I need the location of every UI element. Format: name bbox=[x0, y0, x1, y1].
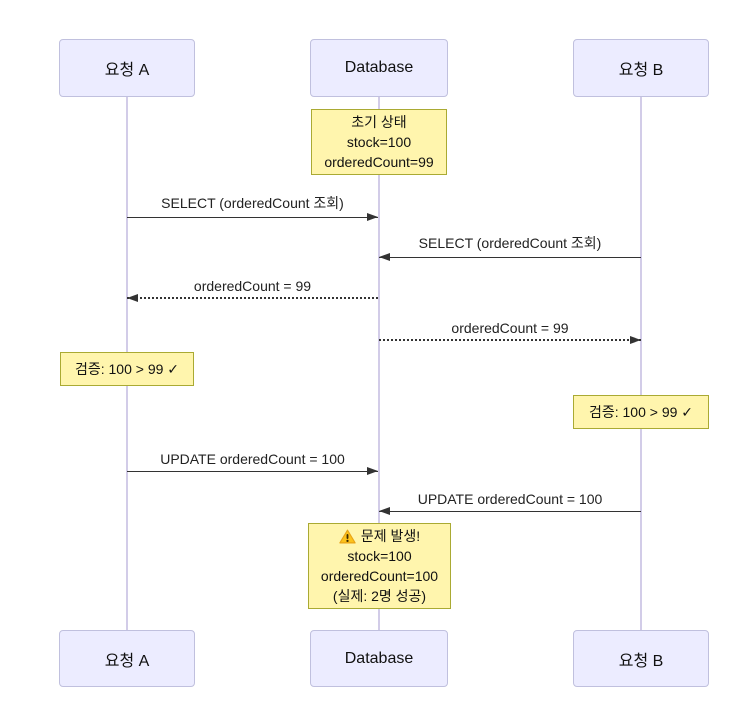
message-line bbox=[379, 511, 641, 512]
warning-icon bbox=[339, 529, 356, 543]
message-label: SELECT (orderedCount 조회) bbox=[418, 235, 602, 251]
message-label: orderedCount = 99 bbox=[451, 320, 569, 336]
message-line bbox=[127, 471, 378, 472]
lifeline-database bbox=[378, 97, 380, 630]
note-line: (실제: 2명 성공) bbox=[332, 588, 427, 604]
note-line: orderedCount=99 bbox=[324, 154, 434, 170]
note-line: stock=100 bbox=[347, 548, 412, 564]
arrowhead-right-icon bbox=[367, 467, 378, 475]
arrowhead-left-icon bbox=[379, 253, 390, 261]
message-label: UPDATE orderedCount = 100 bbox=[417, 491, 603, 507]
actor-label: Database bbox=[344, 649, 414, 667]
message-line bbox=[379, 257, 641, 258]
message-line-dotted bbox=[379, 339, 641, 341]
note-line: 문제 발생! bbox=[360, 528, 421, 544]
actor-req-a-top: 요청 A bbox=[59, 39, 195, 97]
actor-label: 요청 B bbox=[618, 652, 664, 670]
actor-label: 요청 B bbox=[618, 62, 664, 79]
arrowhead-right-icon bbox=[367, 213, 378, 221]
message-update-a-to-db: UPDATE orderedCount = 100 bbox=[127, 450, 378, 475]
message-line-dotted bbox=[127, 297, 378, 299]
note-line: orderedCount=100 bbox=[320, 568, 439, 584]
note-problem: 문제 발생! stock=100 orderedCount=100 (실제: 2… bbox=[308, 523, 451, 609]
note-initial-state: 초기 상태 stock=100 orderedCount=99 bbox=[311, 109, 447, 175]
message-return-db-to-a: orderedCount = 99 bbox=[127, 277, 378, 302]
arrowhead-right-icon bbox=[630, 336, 641, 344]
message-select-a-to-db: SELECT (orderedCount 조회) bbox=[127, 195, 378, 221]
note-validation-a: 검증: 100 > 99 ✓ bbox=[60, 352, 194, 386]
actor-label: 요청 A bbox=[104, 62, 150, 79]
actor-database-bottom: Database bbox=[310, 630, 448, 687]
message-line bbox=[127, 217, 378, 218]
message-select-b-to-db: SELECT (orderedCount 조회) bbox=[379, 235, 641, 261]
actor-label: 요청 A bbox=[104, 652, 150, 670]
note-line: 검증: 100 > 99 ✓ bbox=[588, 404, 694, 420]
note-line: 검증: 100 > 99 ✓ bbox=[74, 361, 180, 377]
message-label: UPDATE orderedCount = 100 bbox=[160, 451, 345, 467]
note-validation-b: 검증: 100 > 99 ✓ bbox=[573, 395, 709, 429]
actor-req-b-bottom: 요청 B bbox=[573, 630, 709, 687]
actor-req-b-top: 요청 B bbox=[573, 39, 709, 97]
note-line: 초기 상태 bbox=[351, 114, 407, 130]
lifeline-req-b bbox=[640, 97, 642, 630]
note-warning-line: 문제 발생! bbox=[339, 526, 420, 546]
arrowhead-left-icon bbox=[127, 294, 138, 302]
message-update-b-to-db: UPDATE orderedCount = 100 bbox=[379, 490, 641, 515]
actor-database-top: Database bbox=[310, 39, 448, 97]
message-label: SELECT (orderedCount 조회) bbox=[161, 195, 344, 211]
message-label: orderedCount = 99 bbox=[193, 278, 312, 294]
actor-label: Database bbox=[344, 59, 414, 76]
message-return-db-to-b: orderedCount = 99 bbox=[379, 319, 641, 344]
note-line: stock=100 bbox=[346, 134, 412, 150]
arrowhead-left-icon bbox=[379, 507, 390, 515]
actor-req-a-bottom: 요청 A bbox=[59, 630, 195, 687]
